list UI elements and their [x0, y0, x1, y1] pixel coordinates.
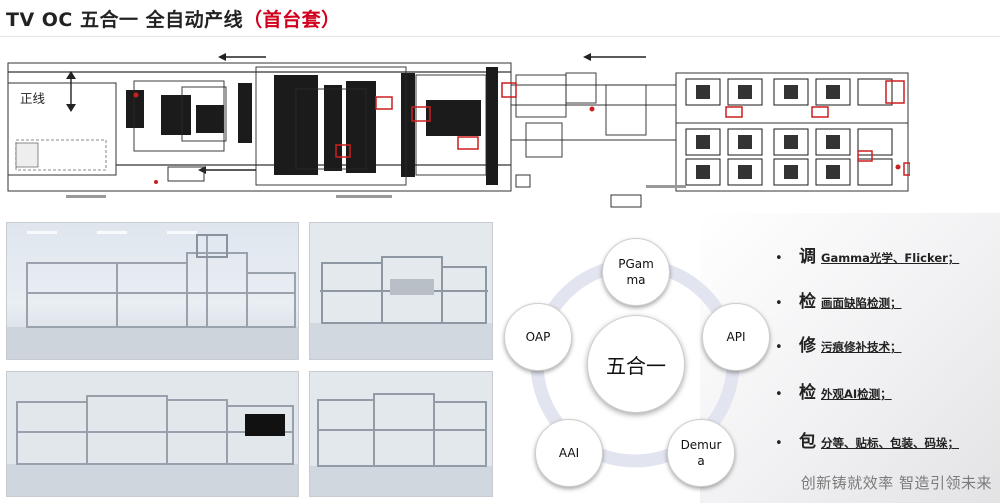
feature-item: • 调 Gamma光学、Flicker；	[775, 247, 960, 267]
wheel-node-oap: OAP	[504, 303, 572, 371]
production-line-photo-3	[6, 371, 299, 497]
feature-item: • 检 外观AI检测；	[775, 383, 892, 403]
line-label: 正线	[20, 88, 46, 107]
layout-drawing	[6, 45, 910, 213]
wheel-center-label: 五合一	[606, 353, 666, 378]
production-line-photo-4	[309, 371, 493, 497]
wheel-node-api: API	[702, 303, 770, 371]
title-highlight: （首台套）	[243, 9, 341, 31]
production-line-photo-2	[309, 222, 493, 360]
page-title: TV OC 五合一 全自动产线（首台套）	[6, 5, 341, 32]
title-main: TV OC 五合一 全自动产线	[6, 9, 244, 31]
wheel-node-demura: Demura	[667, 419, 735, 487]
wheel-node-aai: AAI	[535, 419, 603, 487]
wheel-node-pgamma: PGamma	[602, 238, 670, 306]
feature-item: • 包 分等、贴标、包装、码垛；	[775, 432, 959, 452]
five-in-one-wheel: 五合一 PGamma API Demura AAI OAP	[500, 230, 770, 500]
wheel-center: 五合一	[587, 315, 685, 413]
footer-slogan: 创新铸就效率 智造引领未来	[800, 474, 992, 492]
production-line-photo-1	[6, 222, 299, 360]
production-line-layout: 正线	[6, 45, 910, 213]
feature-item: • 检 画面缺陷检测；	[775, 292, 902, 312]
title-divider	[0, 36, 1000, 37]
feature-item: • 修 污痕修补技术；	[775, 336, 902, 356]
